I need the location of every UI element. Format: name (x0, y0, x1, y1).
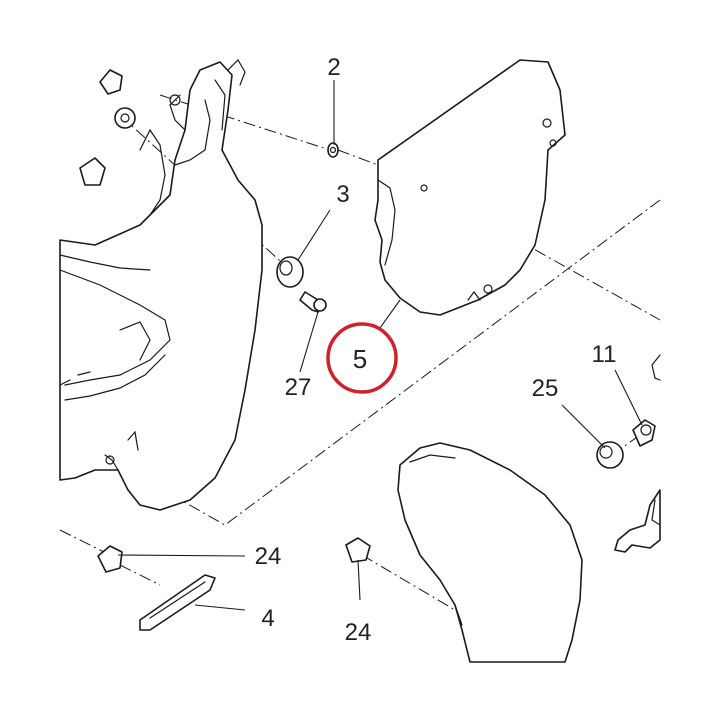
left-frame-assembly (59, 59, 263, 511)
screw-part-27 (299, 291, 327, 313)
callout-3: 3 (336, 181, 349, 208)
clip-top-left (79, 69, 136, 186)
callout-27: 27 (285, 374, 312, 401)
callout-labels: 2 3 27 11 25 24 24 4 (255, 54, 617, 646)
grommet-part-25 (596, 441, 624, 469)
side-panel-outline (374, 59, 566, 316)
callout-25: 25 (532, 375, 559, 402)
callout-2: 2 (327, 54, 340, 81)
highlight-part-5: 5 (326, 322, 398, 394)
leader-lines (117, 80, 643, 611)
highlight-part-number: 5 (353, 344, 367, 374)
clip-part-24-left (97, 545, 123, 573)
lower-fairing-outline (397, 442, 583, 663)
fastener-part-11 (632, 419, 656, 447)
right-bracket (614, 354, 661, 553)
callout-24-left: 24 (255, 543, 282, 570)
grommet-part-3 (276, 256, 304, 288)
screw-part-2 (327, 142, 339, 158)
callout-4: 4 (261, 605, 274, 632)
highlight-ring (326, 322, 398, 394)
right-bracket-outline (614, 489, 661, 553)
callout-24-center: 24 (345, 619, 372, 646)
hardware (79, 69, 656, 631)
lower-fairing (397, 442, 583, 663)
trim-strip-part-4 (139, 574, 216, 631)
callout-11: 11 (592, 341, 617, 368)
side-panel-part-5 (374, 59, 566, 316)
front-body-panel (59, 61, 263, 511)
clip-part-24-center (345, 537, 371, 563)
